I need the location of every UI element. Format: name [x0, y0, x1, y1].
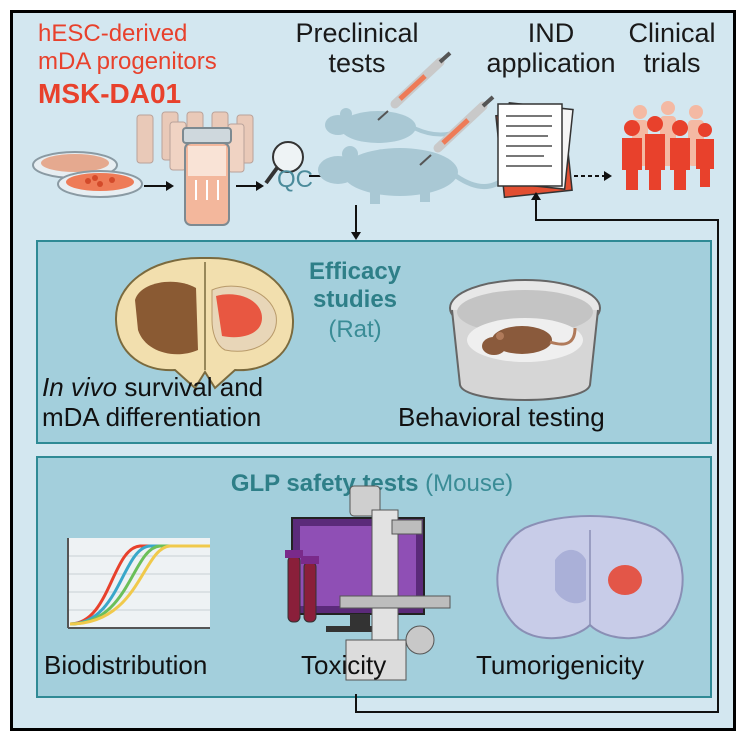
top-illustrations — [32, 51, 714, 240]
preclinical-line1: Preclinical — [295, 18, 419, 48]
efficacy-left-caption-line2: mDA differentiation — [42, 402, 262, 432]
ind-line2: application — [486, 48, 616, 78]
safety-label-tumorigenicity: Tumorigenicity — [476, 650, 645, 680]
ind-line1: IND — [527, 18, 575, 48]
syringe-icon — [377, 51, 495, 166]
clinical-line1: Clinical — [628, 18, 716, 48]
efficacy-left-caption: In vivo survival and mDA differentiation — [42, 372, 263, 432]
document-icon — [495, 102, 574, 199]
mouse-icon — [325, 108, 461, 143]
rat-brain-section-icon — [114, 257, 295, 390]
clinical-title: Clinical trials — [612, 18, 732, 78]
microscope-icon — [285, 485, 451, 681]
efficacy-species: (Rat) — [328, 316, 382, 343]
clinical-line2: trials — [643, 48, 701, 78]
safety-species: (Mouse) — [425, 470, 514, 497]
ind-title: IND application — [476, 18, 626, 78]
efficacy-title-line2: studies — [312, 286, 398, 313]
qc-label: QC — [277, 166, 313, 193]
safety-label-toxicity: Toxicity — [301, 650, 387, 680]
patients-icon — [622, 101, 714, 190]
rat-in-arena-icon — [449, 279, 601, 401]
efficacy-left-caption-line1: In vivo survival and — [42, 372, 263, 402]
in-vivo-label: In vivo — [42, 372, 118, 402]
product-line2: mDA progenitors — [38, 48, 217, 75]
product-line1: hESC-derived — [38, 20, 188, 47]
survival-label: survival and — [117, 372, 264, 402]
efficacy-title: Efficacy studies — [280, 258, 430, 314]
efficacy-right-caption: Behavioral testing — [398, 402, 605, 432]
petri-dish-icon — [32, 151, 143, 198]
qpcr-curves-icon — [67, 538, 210, 629]
preclinical-line2: tests — [328, 48, 386, 78]
magnifier-icon — [264, 141, 304, 185]
rat-icon — [318, 146, 507, 204]
mouse-brain-section-icon — [496, 515, 684, 640]
safety-title: GLP safety tests (Mouse) — [36, 470, 708, 498]
safety-label-biodistribution: Biodistribution — [44, 650, 208, 680]
safety-title-bold: GLP safety tests — [230, 470, 419, 497]
efficacy-title-line1: Efficacy — [308, 258, 402, 285]
product-name: MSK-DA01 — [38, 78, 182, 109]
cryovial-icon — [182, 127, 232, 226]
preclinical-title: Preclinical tests — [282, 18, 432, 78]
